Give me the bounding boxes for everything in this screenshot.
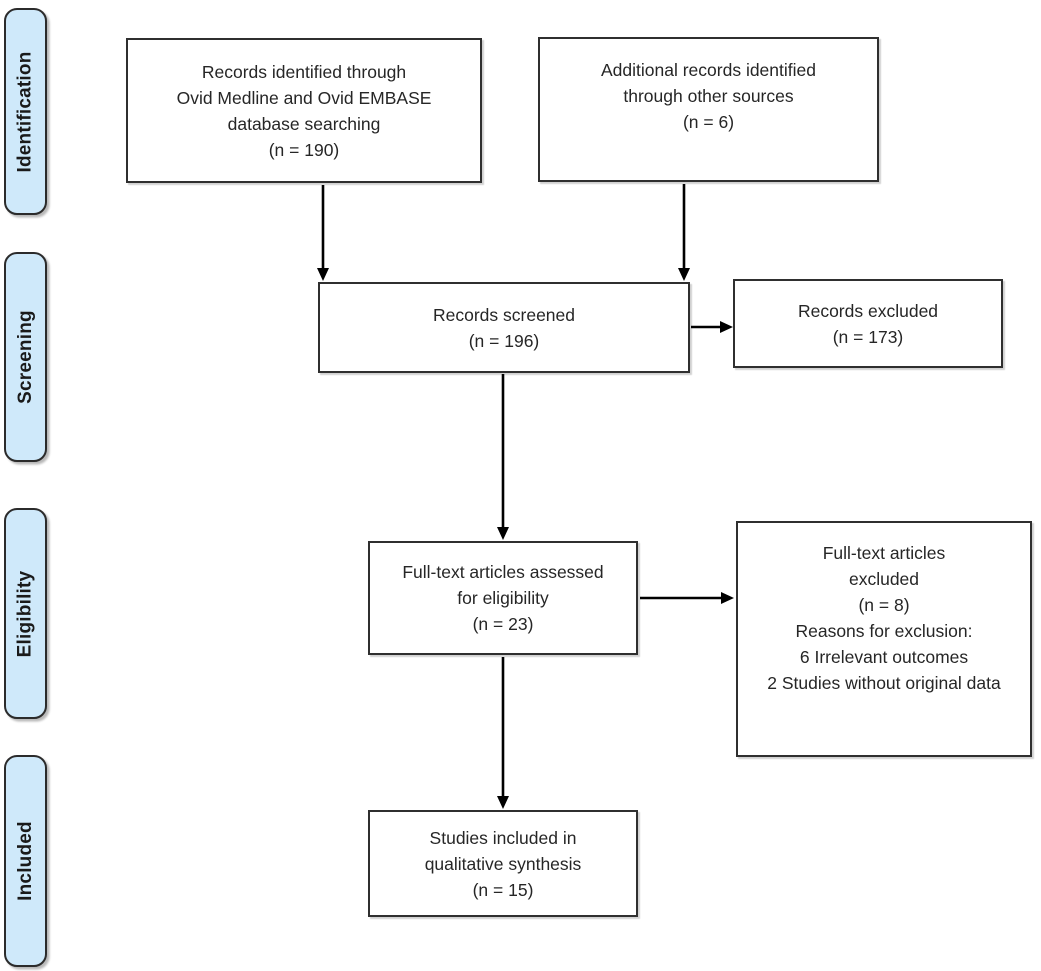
box-text-line: Records excluded [797, 300, 939, 321]
box-text-line: (n = 15) [472, 879, 534, 900]
stage-label-text: Included [14, 821, 36, 901]
box-text-line: Ovid Medline and Ovid EMBASE [176, 87, 432, 108]
box-text-line: Additional records identified [601, 60, 816, 80]
box-text-line: Records screened [432, 304, 576, 325]
box-text-line: Full-text articles assessed [402, 562, 604, 582]
box-text-line: through other sources [623, 86, 794, 106]
box-text-line: (n = 173) [832, 326, 904, 347]
arrowhead-screened-to-excluded-icon [720, 321, 733, 333]
stage-label-screening: Screening [4, 252, 47, 462]
box-text-line: Reasons for exclusion: [795, 621, 973, 641]
box-studies-included: Studies included in qualitative synthesi… [368, 810, 638, 917]
box-records-screened: Records screened (n = 196) [318, 282, 690, 373]
box-text-line: qualitative synthesis [424, 853, 582, 874]
box-text-line: database searching [227, 113, 381, 134]
box-records-identified: Records identified through Ovid Medline … [126, 38, 482, 183]
box-additional-records: Additional records identified through ot… [538, 37, 879, 182]
arrowhead-fulltext-to-excluded-icon [721, 592, 734, 604]
box-text-line: Records identified through [201, 61, 407, 82]
box-fulltext-excluded: Full-text articles excluded (n = 8) Reas… [736, 521, 1032, 757]
box-text-line: (n = 8) [858, 595, 910, 615]
box-text-line: excluded [848, 569, 920, 589]
arrowhead-screened-to-fulltext-icon [497, 527, 509, 540]
stage-label-eligibility: Eligibility [4, 508, 47, 719]
stage-label-identification: Identification [4, 8, 47, 215]
arrowhead-identified-to-screened-icon [317, 268, 329, 281]
stage-label-text: Eligibility [14, 570, 36, 657]
arrowhead-additional-to-screened-icon [678, 268, 690, 281]
box-text-line: Studies included in [429, 827, 577, 848]
box-text-line: (n = 190) [268, 139, 340, 160]
arrowhead-fulltext-to-included-icon [497, 796, 509, 809]
stage-label-text: Screening [14, 310, 36, 404]
box-text-line: Full-text articles [822, 543, 946, 563]
box-text-line: (n = 23) [472, 614, 534, 634]
box-text-line: 2 Studies without original data [767, 673, 1001, 693]
stage-label-included: Included [4, 755, 47, 967]
box-fulltext-assessed: Full-text articles assessed for eligibil… [368, 541, 638, 655]
box-text-line: (n = 196) [468, 330, 540, 351]
box-text-line: 6 Irrelevant outcomes [799, 647, 969, 667]
box-text-line: (n = 6) [682, 112, 735, 132]
box-text-line: for eligibility [457, 588, 549, 608]
box-records-excluded: Records excluded (n = 173) [733, 279, 1003, 368]
stage-label-text: Identification [14, 50, 36, 173]
